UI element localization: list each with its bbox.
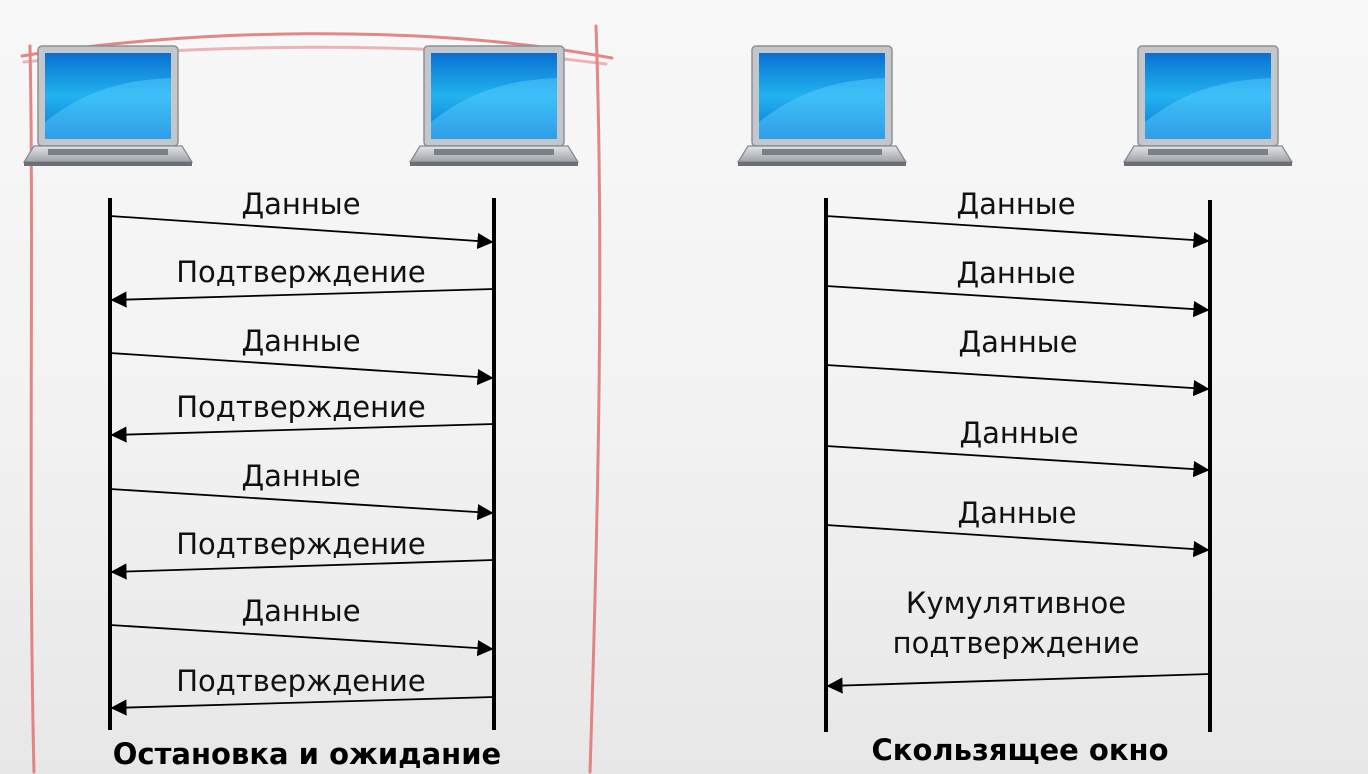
right-message-arrow (825, 364, 1210, 397)
left-message-arrow (109, 624, 494, 657)
left-message-arrow (109, 352, 494, 386)
right-message-label: Данные (956, 187, 1075, 221)
right-message-sequence: ДанныеДанныеДанныеДанныеДанныеКумулятивн… (825, 187, 1211, 694)
left-message-label: Подтверждение (176, 664, 426, 698)
right-message-label: Данные (958, 325, 1077, 359)
right-message-arrow (825, 524, 1210, 558)
left-message-arrow (110, 559, 495, 580)
laptop-icon (736, 45, 908, 166)
right-message-label: Данные (956, 256, 1075, 290)
left-message-label: Подтверждение (176, 390, 426, 424)
right-caption: Скользящее окно (872, 733, 1169, 767)
left-message-label: Данные (241, 187, 360, 221)
laptop-icon (22, 45, 194, 166)
left-message-arrow (110, 288, 495, 308)
left-message-label: Данные (241, 594, 360, 628)
left-message-arrow (110, 423, 495, 443)
laptop-icon (1122, 45, 1294, 166)
left-message-arrow (109, 488, 494, 521)
left-message-label: Данные (241, 324, 360, 358)
left-message-arrow (109, 215, 494, 250)
right-message-arrow (826, 673, 1211, 694)
laptop-icon (408, 45, 580, 166)
right-message-label: Данные (957, 496, 1076, 530)
right-message-label: подтверждение (893, 626, 1140, 660)
left-message-arrow (110, 696, 495, 716)
right-message-arrow (825, 285, 1210, 318)
right-message-label: Данные (959, 416, 1078, 450)
left-message-label: Подтверждение (176, 527, 426, 561)
left-message-label: Подтверждение (176, 255, 426, 289)
right-message-arrow (825, 445, 1210, 478)
right-message-label: Кумулятивное (906, 586, 1126, 620)
left-caption: Остановка и ожидание (113, 737, 501, 771)
right-message-arrow (825, 215, 1210, 249)
left-message-sequence: ДанныеПодтверждениеДанныеПодтверждениеДа… (109, 187, 495, 716)
left-message-label: Данные (241, 459, 360, 493)
